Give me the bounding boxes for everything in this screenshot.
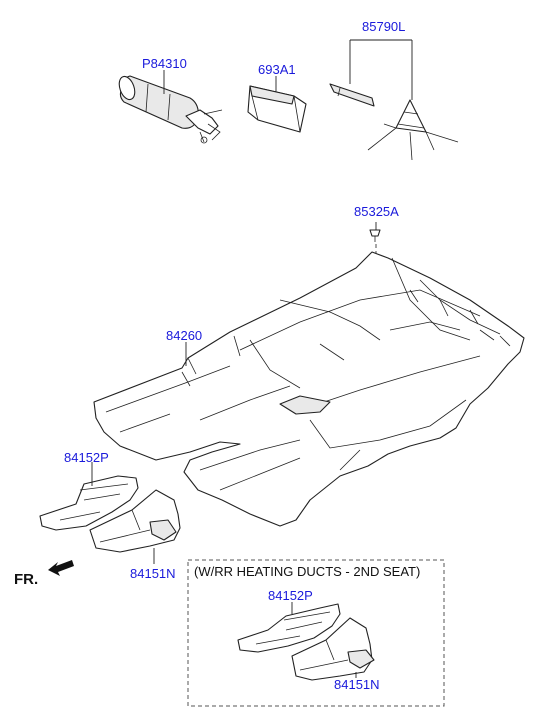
direction-label: FR. bbox=[14, 571, 38, 588]
label-kit-box[interactable]: 693A1 bbox=[258, 62, 296, 77]
label-triangle[interactable]: 85790L bbox=[362, 19, 405, 34]
label-front-duct-cover[interactable]: 84152P bbox=[64, 450, 109, 465]
alt-front-duct-cover[interactable] bbox=[237, 602, 341, 653]
floor-carpet[interactable] bbox=[93, 251, 525, 527]
option-box-title: (W/RR HEATING DUCTS - 2ND SEAT) bbox=[194, 564, 420, 579]
fire-extinguisher[interactable] bbox=[116, 70, 223, 144]
front-direction-arrow-icon bbox=[48, 560, 74, 576]
label-extinguisher[interactable]: P84310 bbox=[142, 56, 187, 71]
warning-triangle[interactable] bbox=[329, 39, 459, 161]
alt-rear-duct-cover[interactable] bbox=[291, 617, 375, 681]
option-box bbox=[187, 559, 445, 707]
kit-box[interactable] bbox=[247, 76, 307, 133]
label-alt-rear-duct-cover[interactable]: 84151N bbox=[334, 677, 380, 692]
front-duct-cover[interactable] bbox=[39, 462, 139, 531]
label-clip[interactable]: 85325A bbox=[354, 204, 399, 219]
label-carpet[interactable]: 84260 bbox=[166, 328, 202, 343]
label-alt-front-duct-cover[interactable]: 84152P bbox=[268, 588, 313, 603]
rear-duct-cover[interactable] bbox=[89, 489, 181, 564]
label-rear-duct-cover[interactable]: 84151N bbox=[130, 566, 176, 581]
